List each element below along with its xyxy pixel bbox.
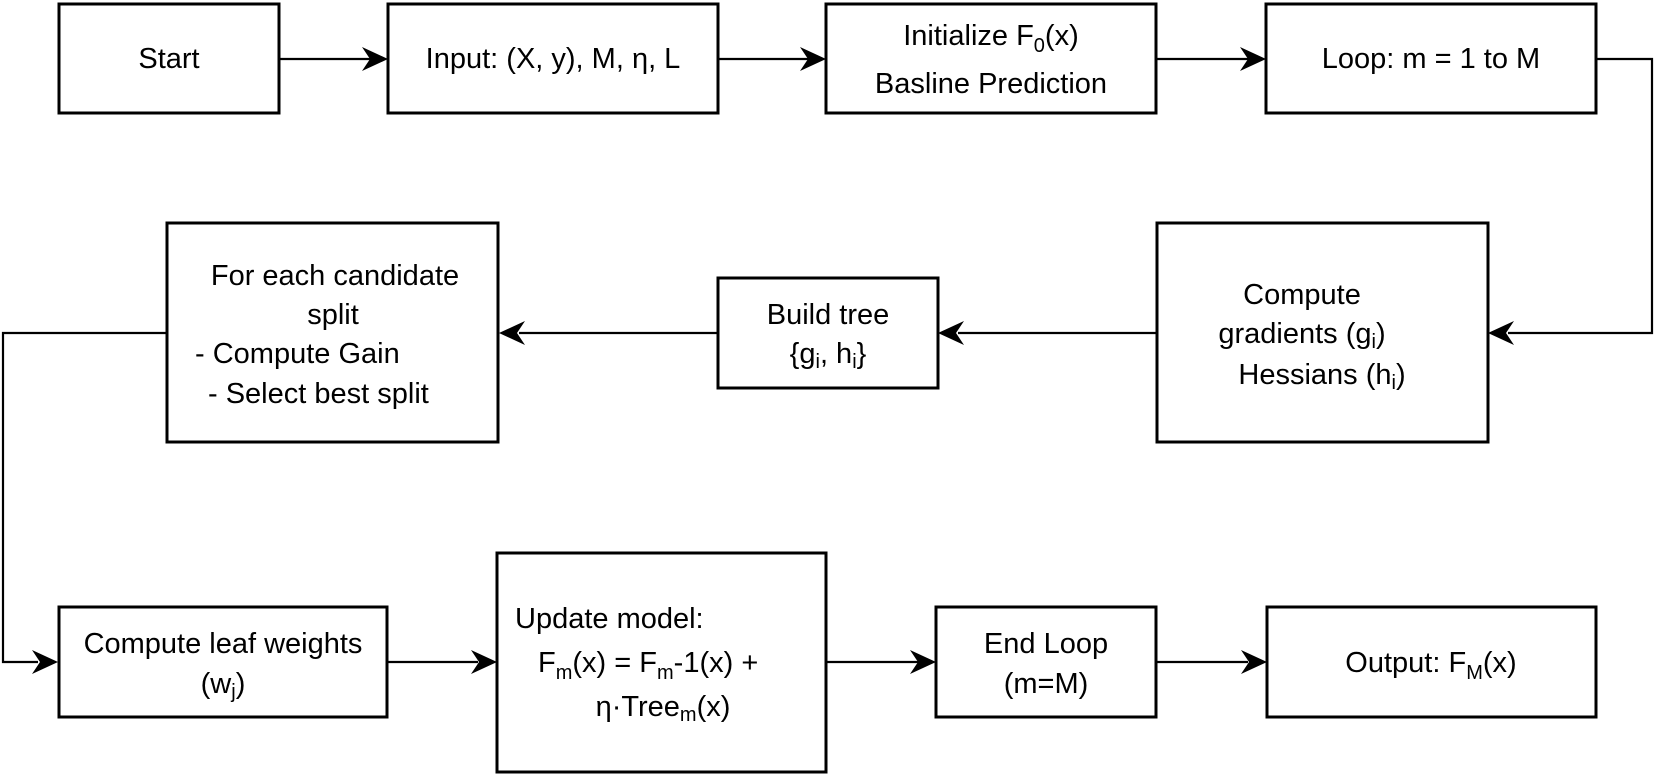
node-gradients-line3: Hessians (hi): [1238, 359, 1405, 394]
node-update-formula: Fm(x) = Fm-1(x) +: [538, 647, 758, 684]
arrowhead-gradients: [1488, 321, 1514, 345]
node-build-tree-title: Build tree: [767, 299, 890, 331]
node-split-line2: split: [307, 299, 359, 331]
node-init-subtitle: Basline Prediction: [875, 68, 1107, 100]
connectors: [1, 47, 1654, 674]
arrowhead-update: [471, 650, 497, 674]
arrowhead-build-tree: [938, 321, 964, 345]
node-end-loop: End Loop (m=M): [934, 605, 1158, 719]
node-split-line3: - Compute Gain: [195, 338, 400, 370]
node-init-title: Initialize F0(x): [903, 20, 1079, 57]
node-input-label: Input: (X, y), M, η, L: [426, 43, 681, 75]
node-init: Initialize F0(x) Basline Prediction: [824, 2, 1158, 115]
node-loop: Loop: m = 1 to M: [1264, 2, 1598, 115]
arrowhead-output: [1241, 650, 1267, 674]
node-update: Update model: Fm(x) = Fm-1(x) + η·Treem(…: [495, 551, 828, 774]
node-build-tree: Build tree {gi, hi}: [716, 276, 940, 390]
node-output: Output: FM(x): [1265, 605, 1598, 719]
edge-loop-to-gradients: [1508, 57, 1654, 335]
node-leaf-weights: Compute leaf weights (wj): [57, 605, 389, 719]
node-leaf-weights-title: Compute leaf weights: [84, 628, 363, 660]
node-input: Input: (X, y), M, η, L: [386, 2, 720, 115]
arrowhead-init: [800, 47, 826, 71]
node-gradients-line1: Compute: [1243, 279, 1361, 311]
node-start: Start: [57, 2, 281, 115]
node-leaf-weights-symbol: (wj): [201, 668, 246, 703]
arrowhead-split: [499, 321, 525, 345]
edge-split-to-leaf-weights: [1, 331, 167, 664]
node-split: For each candidate split - Compute Gain …: [165, 221, 500, 444]
node-gradients: Compute gradients (gi) Hessians (hi): [1155, 221, 1490, 444]
node-split-line1: For each candidate: [211, 260, 459, 292]
arrowhead-end-loop: [910, 650, 936, 674]
arrowhead-input: [362, 47, 388, 71]
arrowhead-leaf-weights: [32, 650, 58, 674]
node-output-label: Output: FM(x): [1345, 647, 1516, 684]
node-start-label: Start: [138, 43, 199, 75]
node-build-tree-params: {gi, hi}: [790, 338, 867, 373]
node-update-title: Update model:: [515, 603, 704, 635]
node-end-loop-title: End Loop: [984, 628, 1108, 660]
node-end-loop-condition: (m=M): [1004, 668, 1089, 700]
node-update-formula-cont: η·Treem(x): [596, 691, 731, 726]
arrowhead-loop: [1240, 47, 1266, 71]
node-split-line4: - Select best split: [208, 378, 429, 410]
node-gradients-line2: gradients (gi): [1218, 318, 1385, 353]
node-loop-label: Loop: m = 1 to M: [1322, 43, 1540, 75]
